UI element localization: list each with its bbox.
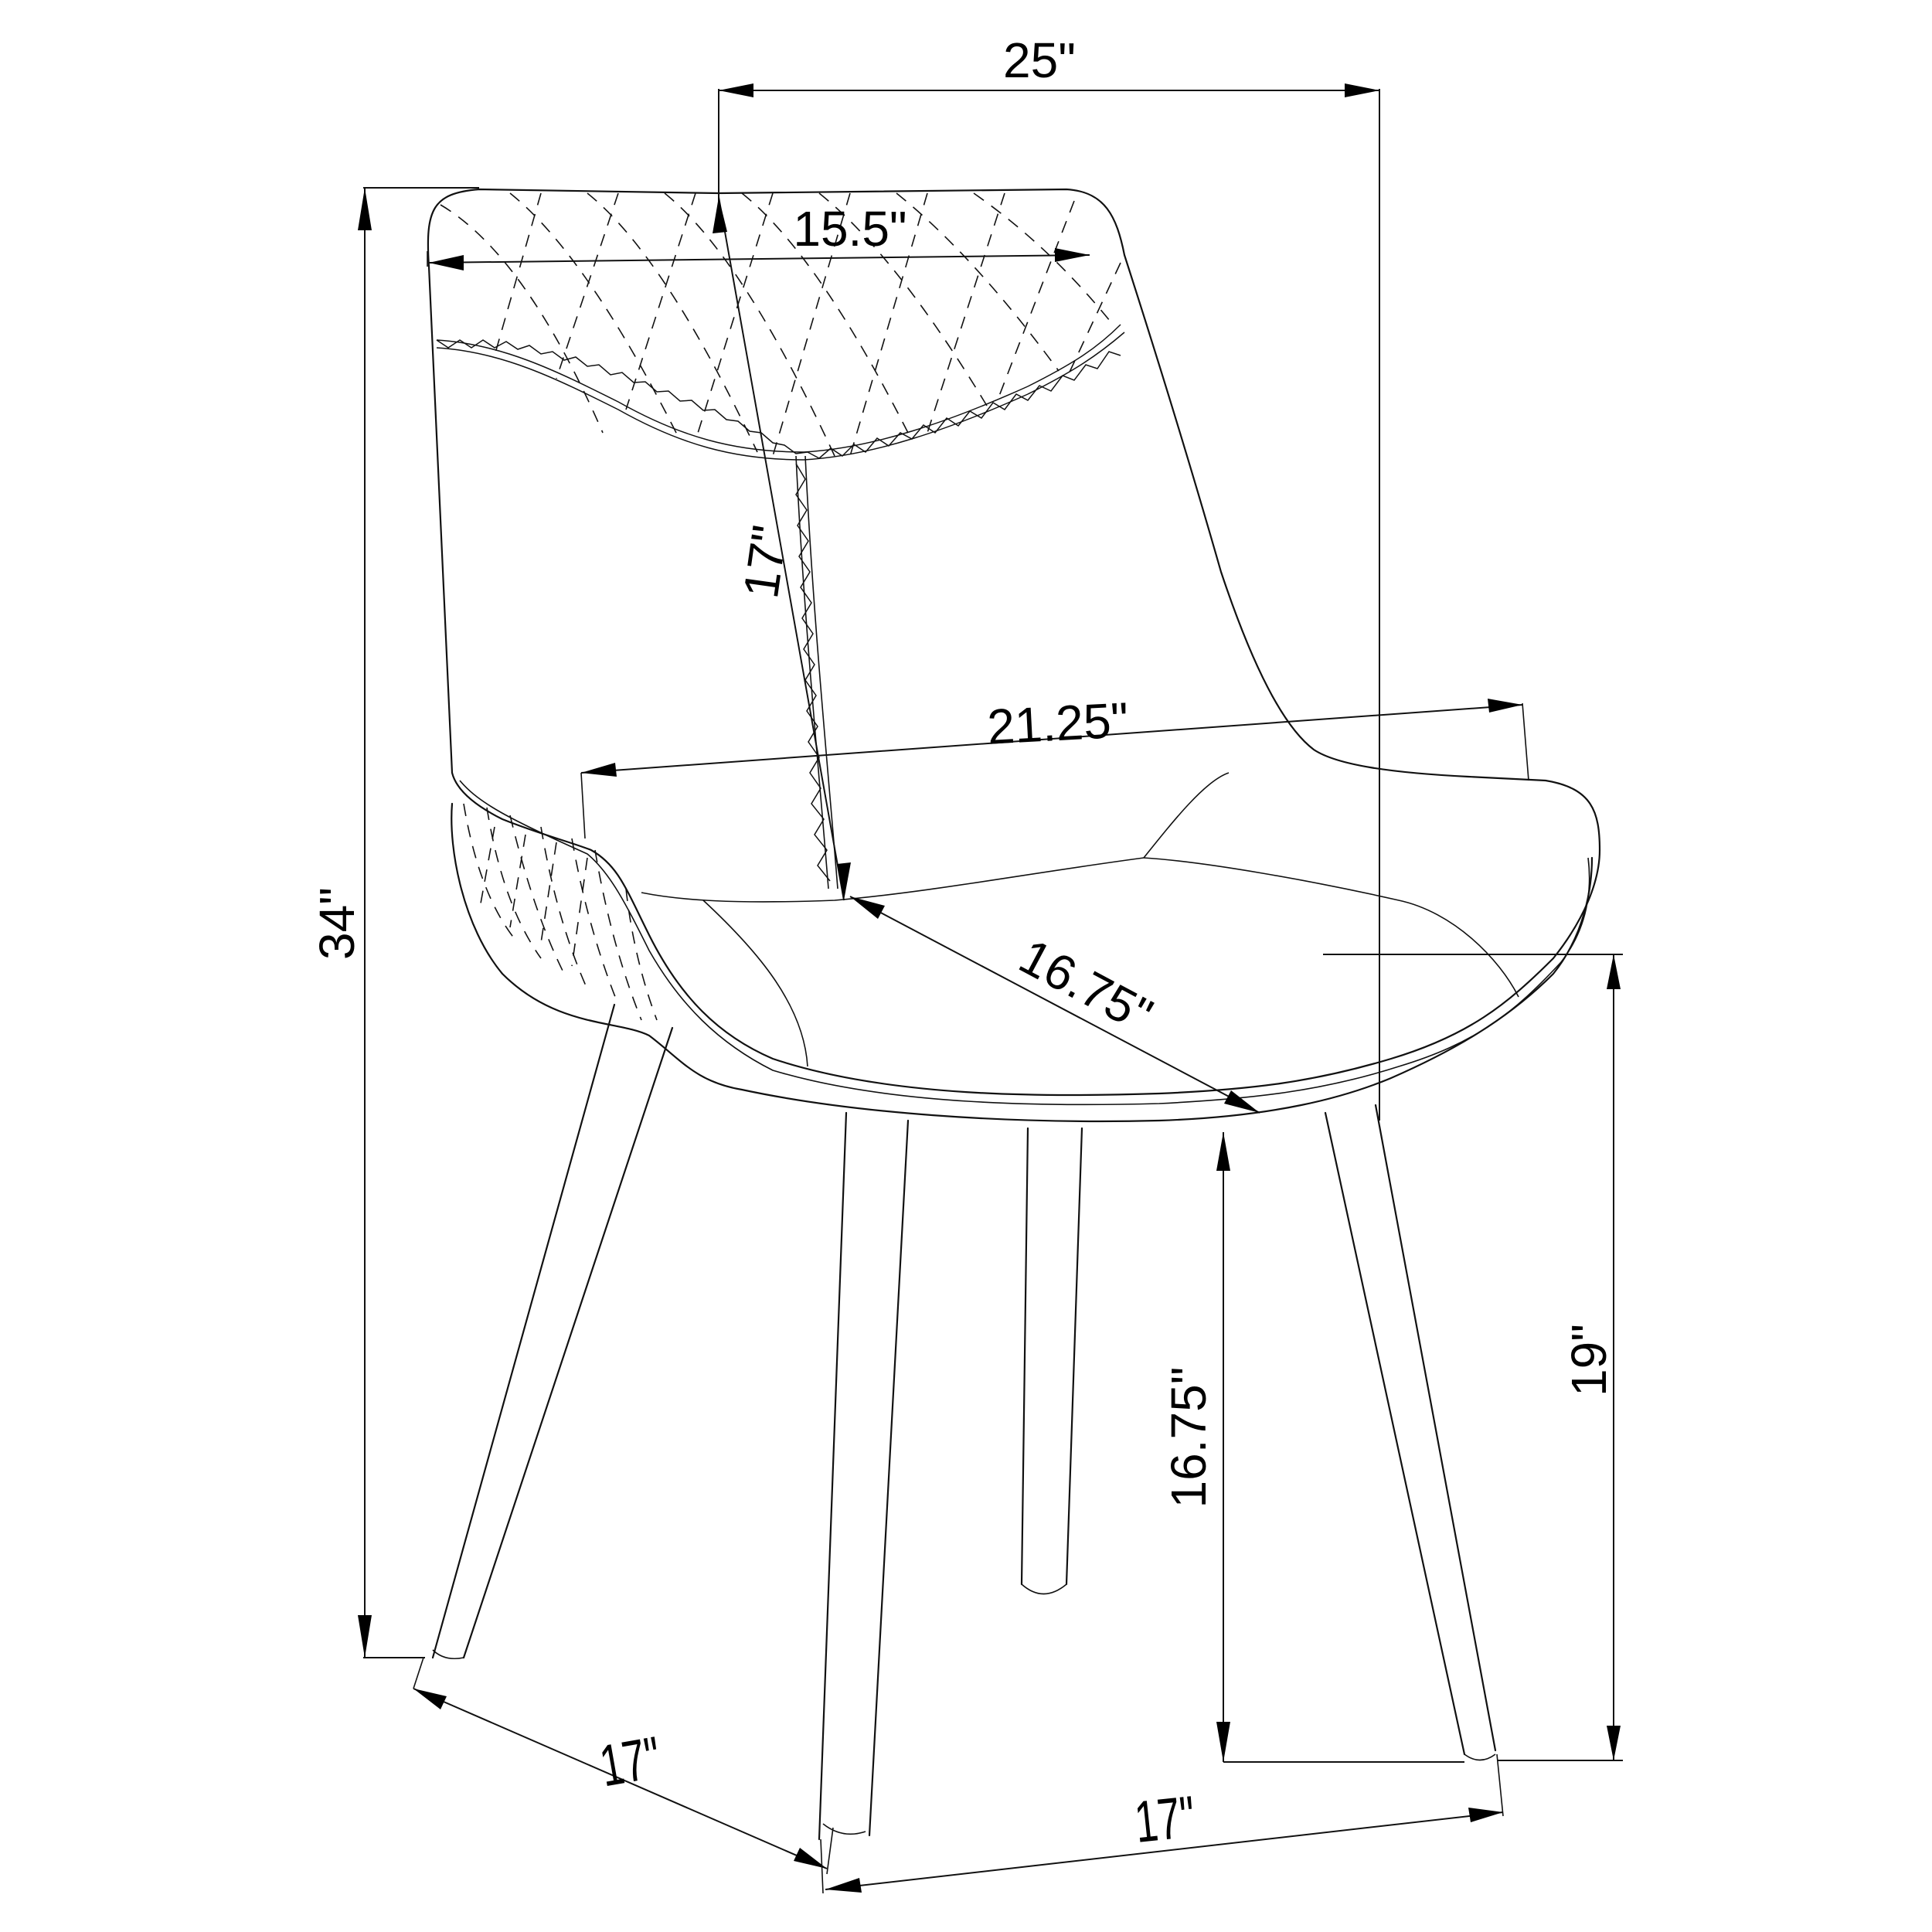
dim-label-arm-height: 19"	[1561, 1324, 1617, 1396]
chair-drawing	[427, 188, 1601, 1841]
dim-label-seat-height: 16.75"	[1161, 1367, 1216, 1509]
seat-right-fold	[1143, 772, 1230, 859]
dim-label-leg-span-front: 17"	[1131, 1784, 1198, 1855]
quilted-panel-seam-2	[436, 332, 1125, 461]
dim-back-height: 17"	[713, 196, 851, 901]
leg-back-center	[1020, 1127, 1029, 1586]
dim-overall-depth: 25"	[718, 32, 1380, 1121]
quilting-pattern	[440, 192, 1121, 457]
seat-edge-inner	[459, 780, 1590, 1106]
dim-backrest-width: 15.5"	[427, 201, 1090, 270]
dim-label-leg-span-side: 17"	[595, 1724, 665, 1799]
back-center-seam	[795, 455, 838, 889]
leg-front-left-2	[868, 1119, 910, 1837]
dim-overall-height: 34"	[309, 187, 479, 1658]
dim-label-overall-depth: 25"	[1003, 32, 1076, 88]
backrest-outline	[427, 188, 1601, 852]
dim-label-back-height: 17"	[733, 522, 798, 601]
dim-leg-span-front: 17"	[820, 1753, 1504, 1894]
backrest-left-edge	[427, 265, 454, 774]
leg-front-right-2	[1374, 1104, 1497, 1752]
dim-seat-width: 21.25"	[580, 692, 1529, 839]
dim-label-overall-height: 34"	[309, 887, 365, 960]
lower-back-outline	[451, 771, 1601, 1097]
seat-edge-bottom	[451, 802, 1594, 1123]
leg-back-left-2	[462, 1026, 674, 1659]
dim-arm-height: 19"	[1323, 954, 1623, 1761]
seam-zigzag	[436, 339, 1121, 459]
leg-back-left	[431, 1003, 616, 1659]
leg-front-right	[1324, 1111, 1466, 1756]
seat-right-line	[1143, 857, 1519, 998]
side-panel-quilting	[463, 803, 658, 1021]
leg-back-center-2	[1065, 1127, 1083, 1586]
dim-label-seat-width: 21.25"	[986, 692, 1130, 754]
seat-left-fold	[702, 900, 808, 1067]
dimension-annotations: 25" 15.5" 17" 21.25"	[309, 32, 1623, 1894]
leg-front-left	[818, 1111, 848, 1841]
seat-back-line	[641, 857, 1145, 903]
dim-leg-span-side: 17"	[413, 1657, 834, 1875]
quilted-panel-seam	[436, 324, 1121, 453]
dim-label-seat-depth: 16.75"	[1011, 928, 1162, 1043]
dim-seat-depth: 16.75"	[849, 896, 1260, 1114]
chair-legs	[431, 1003, 1497, 1841]
dim-seat-height: 16.75"	[1161, 1132, 1464, 1763]
dim-label-backrest-width: 15.5"	[793, 201, 906, 257]
